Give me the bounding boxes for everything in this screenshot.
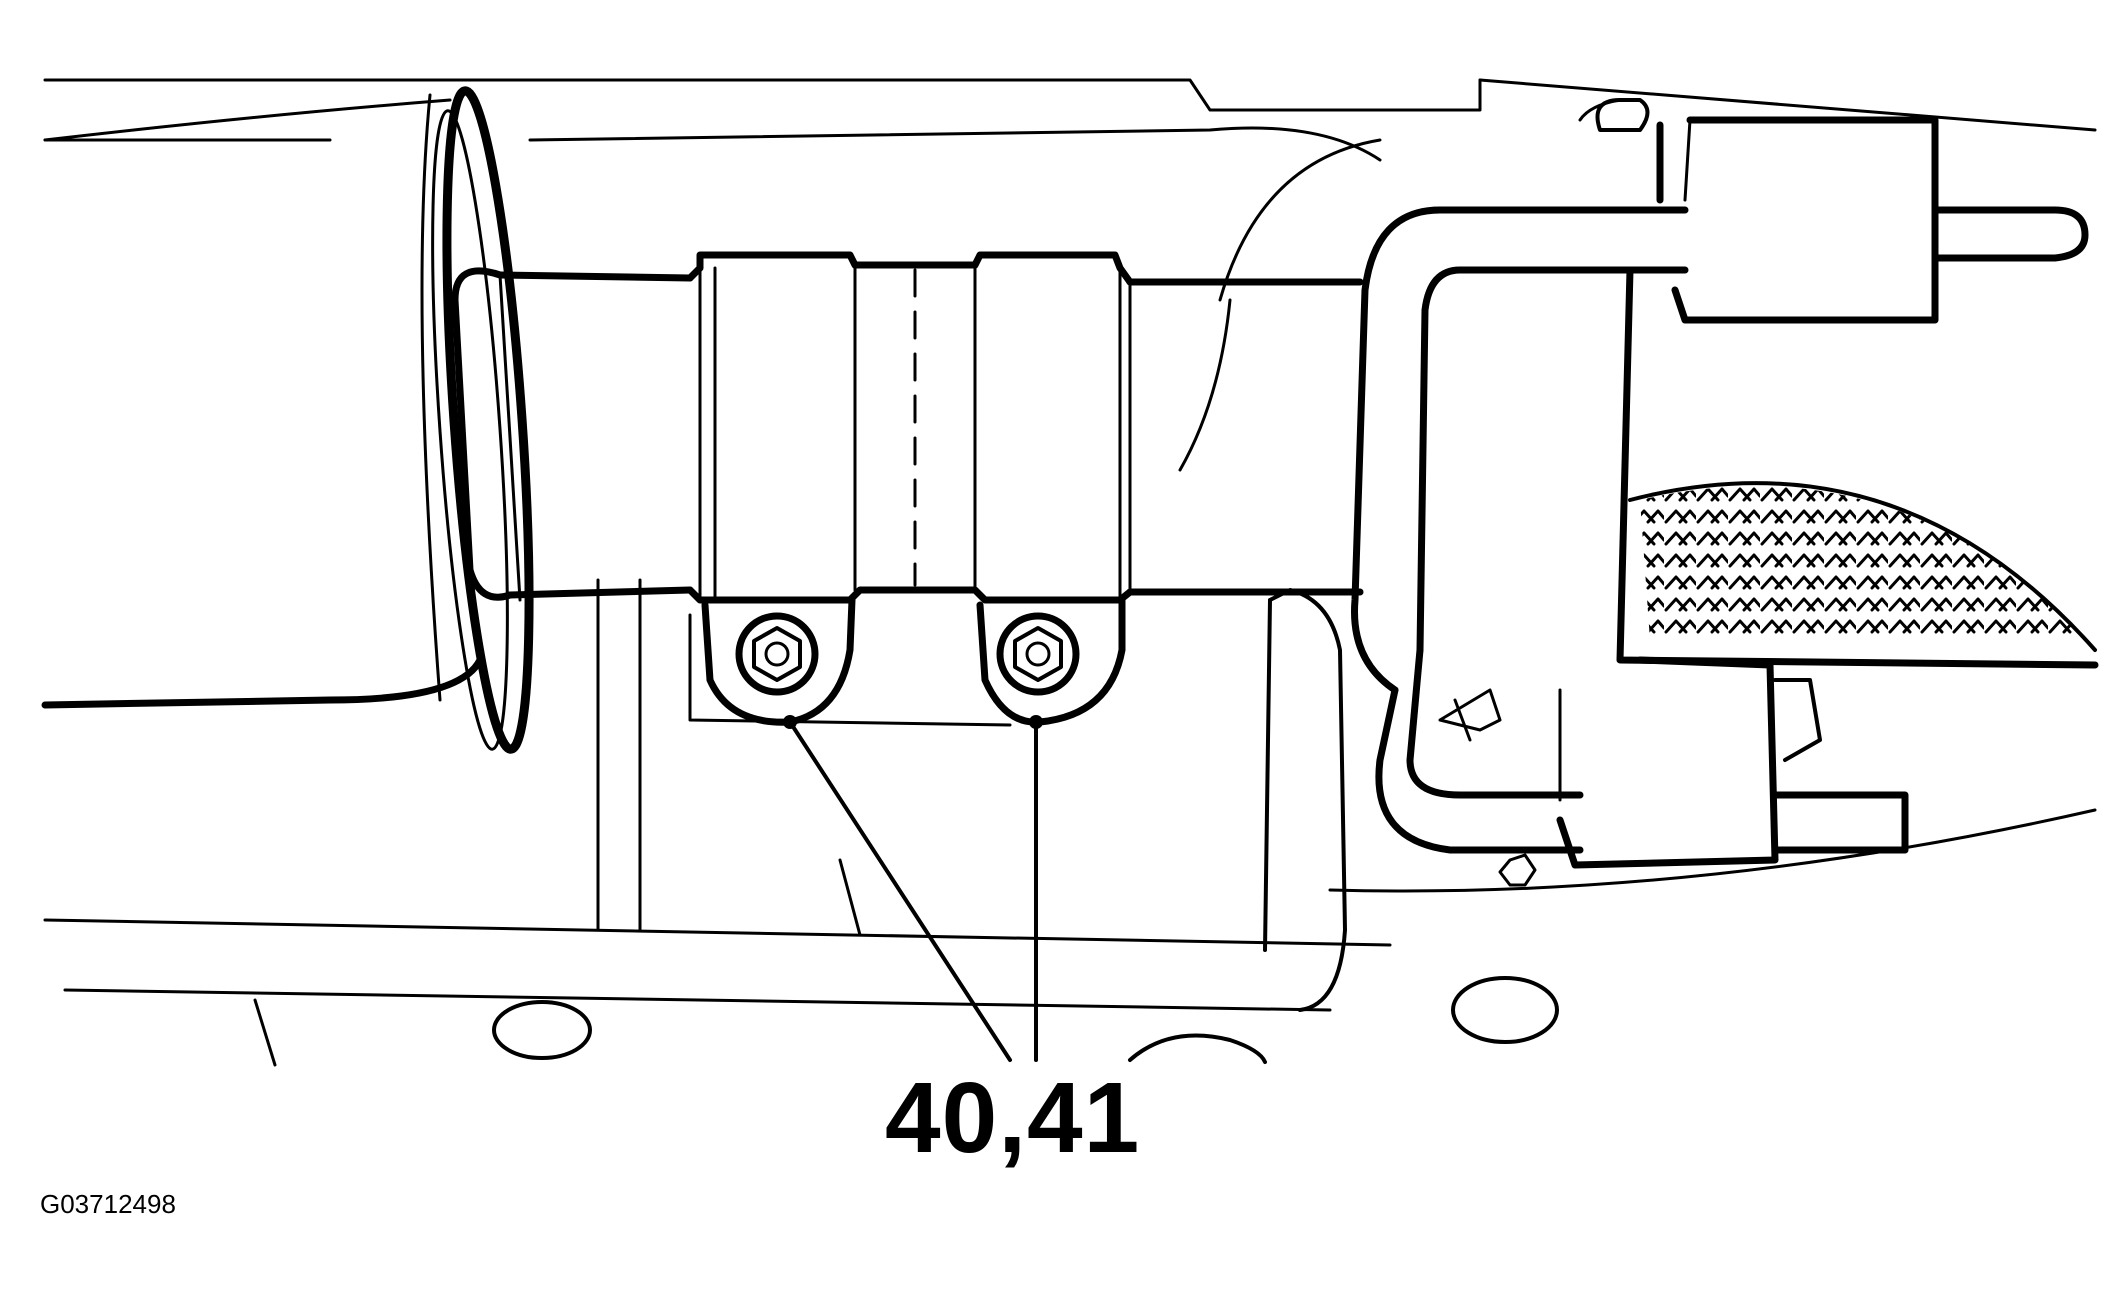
body-plugs: [492, 976, 1559, 1064]
figure-id: G03712498: [40, 1189, 176, 1219]
upper-hanger: [1595, 98, 2089, 324]
pipe-flange: [451, 267, 522, 602]
exhaust-pipe: [496, 271, 1364, 599]
fastener-bottom: [1453, 698, 1472, 742]
clamp-sleeve: [686, 251, 1134, 604]
callout-leaders: [783, 715, 1043, 1062]
hatched-heat-shield-icon: [1640, 486, 2085, 640]
heat-shield: [1616, 266, 2099, 669]
body-panel-lines: [43, 78, 2097, 1067]
bent-pipe: [1351, 206, 1689, 854]
muffler: [41, 86, 534, 754]
left-clamp-nut: [735, 612, 819, 696]
callout-label: 40,41: [885, 1062, 1141, 1174]
lower-hanger: [1438, 656, 1909, 887]
right-clamp-nut: [996, 612, 1080, 696]
frame-rail: [1263, 588, 1347, 1012]
